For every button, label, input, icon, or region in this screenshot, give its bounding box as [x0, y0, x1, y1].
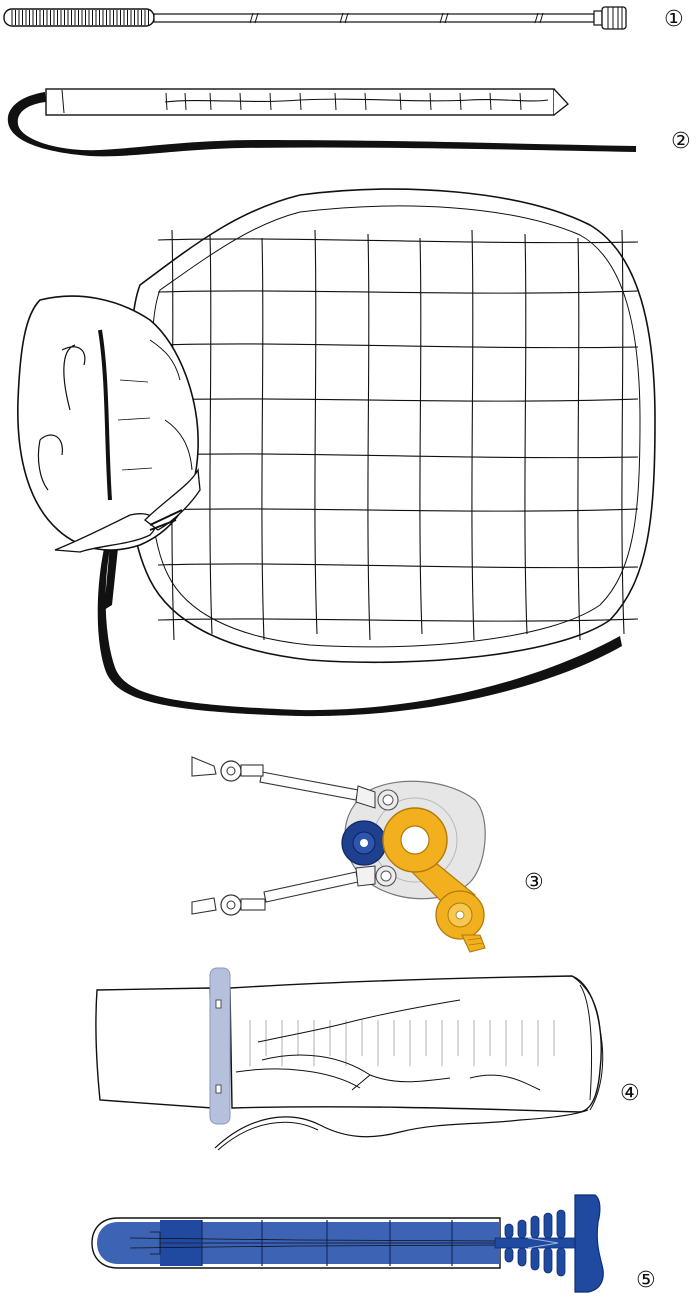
item-6-filled-bag — [91, 1194, 604, 1293]
label-3: ③ — [524, 870, 544, 895]
label-2: ② — [671, 129, 691, 154]
label-5: ⑤ — [636, 1268, 656, 1293]
item-2-sleeve — [7, 88, 636, 157]
item-3-basket — [17, 188, 656, 717]
item-1-rod — [3, 6, 627, 30]
item-4-manifold — [191, 756, 486, 953]
item-5-bag — [95, 967, 604, 1151]
label-1: ① — [664, 7, 684, 32]
label-4: ④ — [620, 1081, 640, 1106]
